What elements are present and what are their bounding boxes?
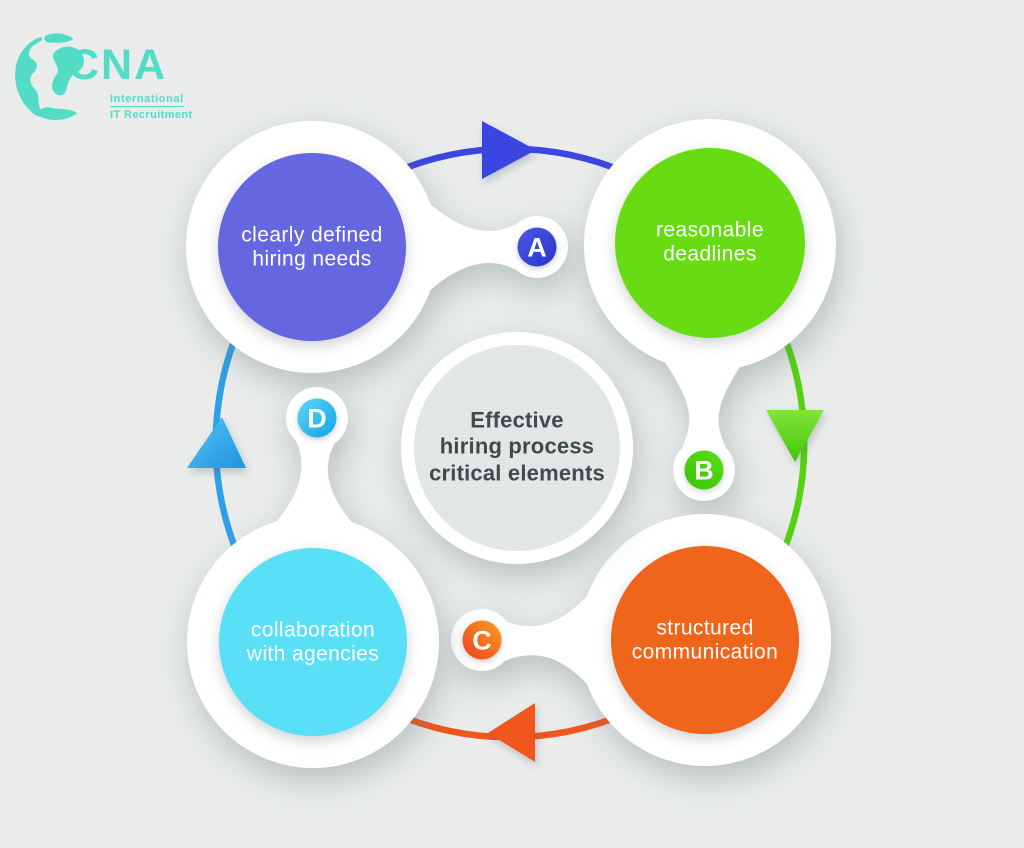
globe-icon (15, 33, 85, 121)
arrow-down-icon (766, 410, 824, 462)
badge-a-circle (517, 227, 557, 267)
arrow-up-icon (187, 417, 246, 468)
logo-tagline-1: International (110, 93, 184, 107)
center-inner-circle (414, 345, 620, 551)
logo-tagline-2: IT Recruitment (110, 109, 193, 121)
badge-c-circle (462, 620, 502, 660)
arrow-left-icon (488, 703, 535, 762)
node-c-circle (611, 546, 799, 734)
node-a-connector (428, 202, 514, 292)
logo-brand-text: CNA (68, 41, 168, 89)
node-b-circle (615, 148, 805, 338)
node-d-connector (272, 441, 356, 527)
badge-d-circle (297, 398, 337, 438)
node-b-connector (665, 362, 743, 447)
node-a-circle (218, 153, 406, 341)
arrow-right-icon (482, 121, 536, 179)
node-d-circle (219, 548, 407, 736)
node-c-connector (500, 596, 587, 684)
cna-logo: CNA International IT Recruitment (8, 26, 218, 130)
badge-b-circle (684, 450, 724, 490)
